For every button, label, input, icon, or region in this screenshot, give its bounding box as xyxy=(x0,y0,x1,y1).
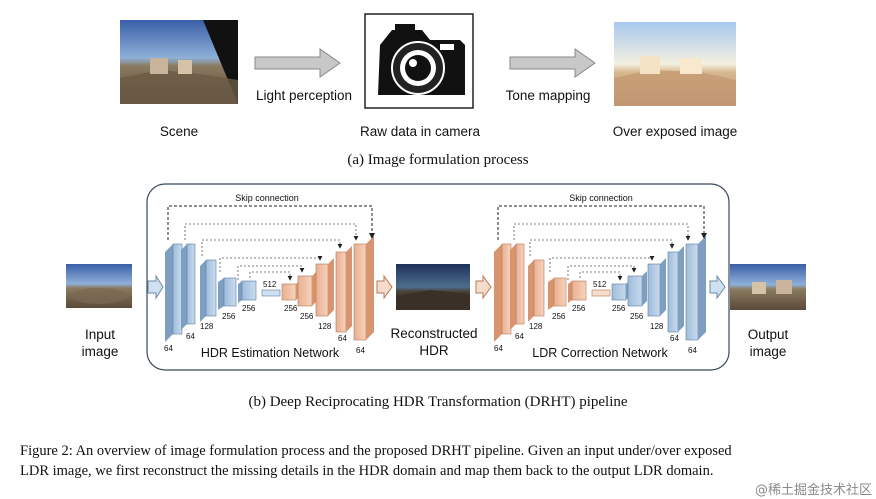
decoder-block-256 xyxy=(281,280,300,301)
ldr-correction-network xyxy=(494,205,707,342)
decoder-block-256b xyxy=(297,271,317,307)
reconstructed-label-2: HDR xyxy=(419,343,449,358)
ch-label-64: 64 xyxy=(186,332,195,341)
bottleneck-512 xyxy=(261,289,281,297)
skip-connection-6 xyxy=(249,271,293,281)
hdr-estimation-network xyxy=(165,205,375,342)
ch-label-128: 128 xyxy=(200,322,214,331)
r-skip-connection-outer xyxy=(497,205,707,240)
r-skip-connection-6 xyxy=(579,271,623,281)
reconstructed-hdr-image xyxy=(396,264,470,310)
r-decoder-block-128 xyxy=(647,258,666,317)
skip-connection-5 xyxy=(237,265,305,280)
output-image-label-1: Output xyxy=(747,327,789,342)
decoder-block-64b xyxy=(353,236,374,341)
skip-connection-4 xyxy=(219,256,323,272)
raw-data-label: Raw data in camera xyxy=(359,124,481,139)
ch-label-256: 256 xyxy=(552,312,566,321)
ldr-correction-network-label: LDR Correction Network xyxy=(532,346,668,360)
decoder-block-64 xyxy=(335,246,352,333)
ch-label-64: 64 xyxy=(688,346,697,355)
figure-caption-line-1: Figure 2: An overview of image formulati… xyxy=(20,443,732,459)
caption-b: (b) Deep Reciprocating HDR Transformatio… xyxy=(248,394,628,410)
pipeline-outer-box xyxy=(146,183,730,371)
encoder-block-64b xyxy=(181,243,196,330)
skip-connection-3 xyxy=(201,239,343,256)
r-encoder-block-64b xyxy=(510,243,525,330)
ch-label-128: 128 xyxy=(318,322,332,331)
r-encoder-block-256b xyxy=(568,280,587,303)
ch-label-256: 256 xyxy=(242,304,256,313)
reconstructed-label-1: Reconstructed xyxy=(390,326,478,341)
tone-mapping-arrow xyxy=(509,48,596,78)
caption-a: (a) Image formulation process xyxy=(347,152,529,168)
ch-label-512: 512 xyxy=(593,280,607,289)
r-decoder-block-256 xyxy=(611,280,630,301)
scene-label: Scene xyxy=(159,124,199,139)
scene-image xyxy=(120,20,238,104)
ch-label-64: 64 xyxy=(164,344,173,353)
ch-label-256: 256 xyxy=(222,312,236,321)
ch-label-512: 512 xyxy=(263,280,277,289)
ch-label-64: 64 xyxy=(338,334,347,343)
r-skip-connection-5 xyxy=(567,265,637,280)
ch-label-256: 256 xyxy=(612,304,626,313)
skip-connection-right-label: Skip connection xyxy=(569,193,633,203)
r-decoder-block-64b xyxy=(685,236,706,341)
r-skip-connection-3 xyxy=(529,239,675,256)
over-exposed-label: Over exposed image xyxy=(612,124,738,139)
r-skip-connection-4 xyxy=(549,256,655,272)
encoder-block-256b xyxy=(238,280,257,303)
ch-label-128: 128 xyxy=(529,322,543,331)
encoder-block-64 xyxy=(165,243,183,342)
r-encoder-block-256 xyxy=(548,277,567,310)
skip-connection-outer xyxy=(167,205,375,240)
light-perception-label: Light perception xyxy=(255,88,353,103)
r-skip-connection-2 xyxy=(513,223,691,241)
input-image xyxy=(66,264,132,308)
decoder-block-128 xyxy=(315,258,334,317)
skip-connection-left-label: Skip connection xyxy=(235,193,299,203)
input-image-label-2: image xyxy=(81,344,119,359)
ch-label-64: 64 xyxy=(515,332,524,341)
watermark: @稀土掘金技术社区 xyxy=(754,483,872,498)
from-reconstructed-arrow xyxy=(475,274,492,300)
light-perception-arrow xyxy=(254,48,341,78)
ch-label-128: 128 xyxy=(650,322,664,331)
ch-label-256: 256 xyxy=(284,304,298,313)
r-encoder-block-64 xyxy=(494,243,512,342)
output-image xyxy=(730,264,806,310)
output-image-label-2: image xyxy=(749,344,787,359)
ch-label-64: 64 xyxy=(356,346,365,355)
r-decoder-block-256b xyxy=(627,271,647,307)
r-decoder-block-64 xyxy=(667,246,684,333)
ch-label-256: 256 xyxy=(572,304,586,313)
output-arrow xyxy=(709,274,726,300)
r-bottleneck-512 xyxy=(591,289,611,297)
input-arrow xyxy=(147,274,164,300)
camera-icon xyxy=(364,13,474,109)
encoder-block-128 xyxy=(200,259,217,322)
tone-mapping-label: Tone mapping xyxy=(505,88,591,103)
over-exposed-image xyxy=(614,22,736,106)
encoder-block-256 xyxy=(218,277,237,310)
to-reconstructed-arrow xyxy=(376,274,393,300)
ch-label-64: 64 xyxy=(670,334,679,343)
figure-caption-line-2: LDR image, we first reconstruct the miss… xyxy=(20,463,714,479)
hdr-estimation-network-label: HDR Estimation Network xyxy=(200,346,340,360)
skip-connection-2 xyxy=(184,223,359,241)
ch-label-64: 64 xyxy=(494,344,503,353)
input-image-label-1: Input xyxy=(84,327,116,342)
r-encoder-block-128 xyxy=(528,259,545,322)
ch-label-256: 256 xyxy=(630,312,644,321)
ch-label-256: 256 xyxy=(300,312,314,321)
